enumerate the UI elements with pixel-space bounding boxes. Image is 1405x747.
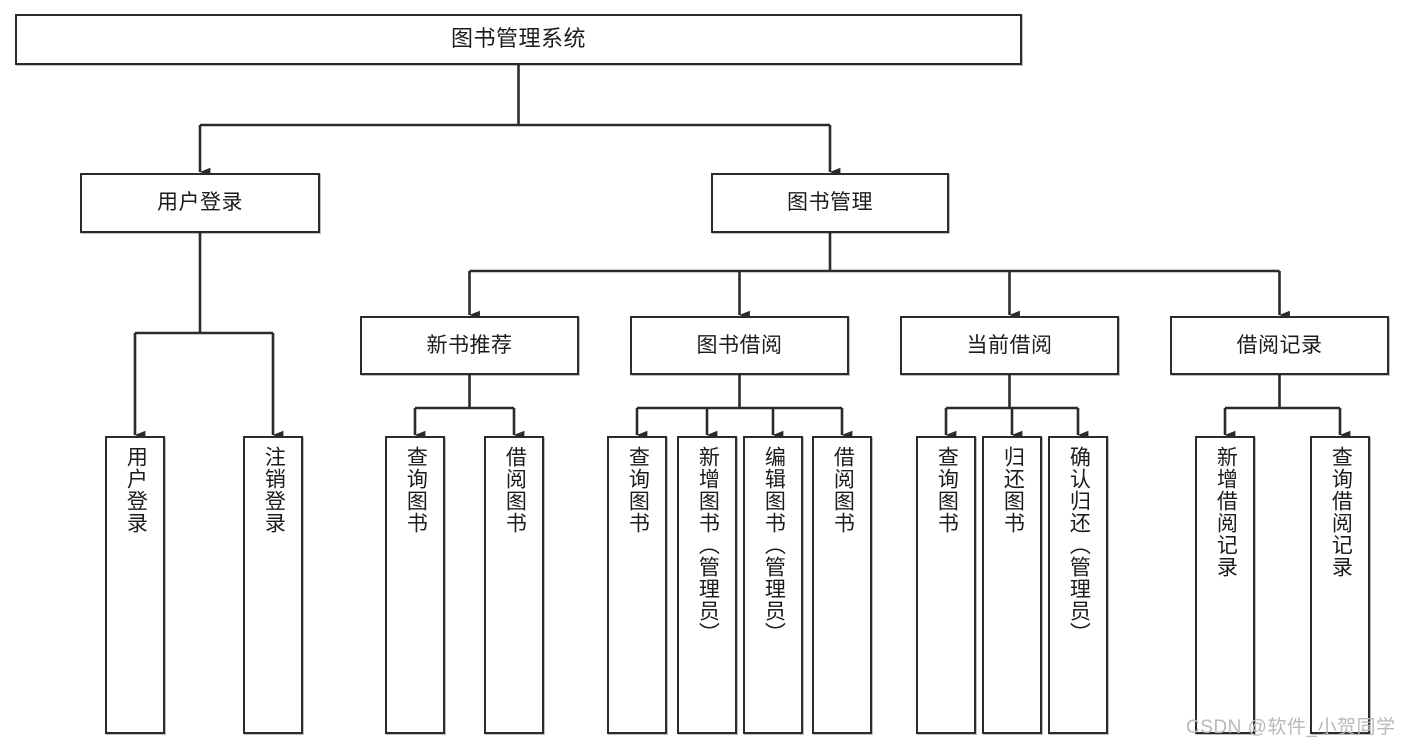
node-label: 图书管理系统: [450, 26, 586, 52]
node-label: 编辑图书（管理员）: [762, 446, 786, 644]
node-records[interactable]: 借阅记录: [1170, 316, 1389, 375]
node-label: 借阅图书: [503, 446, 527, 534]
node-n2[interactable]: 借阅图书: [484, 436, 544, 734]
node-label: 新书推荐: [426, 333, 513, 357]
node-c3[interactable]: 确认归还（管理员）: [1048, 436, 1108, 734]
watermark-text: CSDN @软件_小贺同学: [1186, 717, 1396, 738]
node-r1[interactable]: 新增借阅记录: [1195, 436, 1255, 734]
node-label: 查询借阅记录: [1329, 446, 1353, 578]
node-label: 用户登录: [124, 446, 148, 534]
node-label: 借阅记录: [1236, 333, 1323, 357]
node-label: 查询图书: [626, 446, 650, 534]
node-label: 确认归还（管理员）: [1067, 446, 1091, 644]
node-login[interactable]: 用户登录: [80, 173, 320, 233]
node-b1[interactable]: 查询图书: [607, 436, 667, 734]
node-root[interactable]: 图书管理系统: [15, 14, 1022, 65]
node-current[interactable]: 当前借阅: [900, 316, 1119, 375]
node-label: 当前借阅: [966, 333, 1053, 357]
node-label: 查询图书: [404, 446, 428, 534]
node-b2[interactable]: 新增图书（管理员）: [677, 436, 737, 734]
node-label: 注销登录: [262, 446, 286, 534]
node-b4[interactable]: 借阅图书: [812, 436, 872, 734]
node-c2[interactable]: 归还图书: [982, 436, 1042, 734]
node-l2[interactable]: 注销登录: [243, 436, 303, 734]
node-label: 借阅图书: [831, 446, 855, 534]
node-c1[interactable]: 查询图书: [916, 436, 976, 734]
node-newbook[interactable]: 新书推荐: [360, 316, 579, 375]
node-bookmgmt[interactable]: 图书管理: [711, 173, 949, 233]
node-label: 归还图书: [1001, 446, 1025, 534]
node-label: 查询图书: [935, 446, 959, 534]
node-label: 用户登录: [157, 191, 243, 215]
node-l1[interactable]: 用户登录: [105, 436, 165, 734]
node-n1[interactable]: 查询图书: [385, 436, 445, 734]
node-b3[interactable]: 编辑图书（管理员）: [743, 436, 803, 734]
node-label: 图书借阅: [696, 333, 783, 357]
node-label: 图书管理: [787, 191, 873, 215]
node-r2[interactable]: 查询借阅记录: [1310, 436, 1370, 734]
node-label: 新增图书（管理员）: [696, 446, 720, 644]
node-borrow[interactable]: 图书借阅: [630, 316, 849, 375]
node-label: 新增借阅记录: [1214, 446, 1238, 578]
